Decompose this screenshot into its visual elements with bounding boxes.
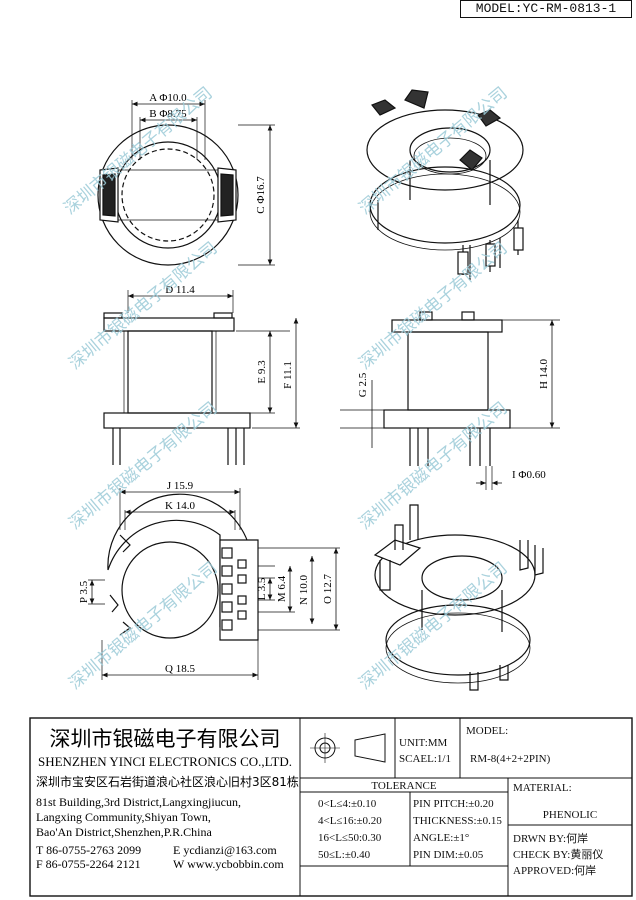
dim-b-label: B Φ8.75 xyxy=(149,108,187,120)
material-label: MATERIAL: xyxy=(513,782,572,794)
unit-label: UNIT:MM xyxy=(399,737,448,749)
model-label: MODEL: xyxy=(466,725,508,737)
dim-h-label: H 14.0 xyxy=(538,359,550,389)
drawn-by: DRWN BY:何岸 xyxy=(513,832,588,845)
company-email: E ycdianzi@163.com xyxy=(173,843,277,857)
svg-text:深圳市银磁电子有限公司: 深圳市银磁电子有限公司 xyxy=(65,238,221,374)
dim-n-label: N 10.0 xyxy=(298,575,310,605)
company-address-cn: 深圳市宝安区石岩街道浪心社区浪心旧村3区81栋 xyxy=(36,774,299,789)
bottom-view xyxy=(88,488,340,680)
company-tel: T 86-0755-2763 2099 xyxy=(36,843,141,857)
company-address-en-3: Bao'An District,Shenzhen,P.R.China xyxy=(36,825,212,839)
pin-dim: PIN DIM:±0.05 xyxy=(413,849,484,861)
material-value: PHENOLIC xyxy=(543,809,597,821)
dim-o-label: O 12.7 xyxy=(322,574,334,604)
angle: ANGLE:±1° xyxy=(413,832,469,844)
dim-l-label: L 3.5 xyxy=(256,577,268,600)
pin-pitch: PIN PITCH:±0.20 xyxy=(413,798,494,810)
title-block xyxy=(29,717,633,897)
dim-f-label: F 11.1 xyxy=(282,361,294,389)
scale-label: SCAEL:1/1 xyxy=(399,753,451,765)
dim-j-label: J 15.9 xyxy=(167,480,194,492)
isometric-view-top xyxy=(366,89,524,280)
tolerance-row-1: 0<L≤4:±0.10 xyxy=(318,798,377,810)
isometric-view-bottom xyxy=(373,504,544,691)
front-view xyxy=(103,290,300,465)
model-value: RM-8(4+2+2PIN) xyxy=(470,753,551,765)
svg-text:深圳市银磁电子有限公司: 深圳市银磁电子有限公司 xyxy=(355,398,511,534)
top-view xyxy=(97,100,275,266)
checked-by: CHECK BY:黄丽仪 xyxy=(513,847,603,861)
side-view xyxy=(340,311,560,490)
tolerance-row-4: 50≤L:±0.40 xyxy=(318,849,371,861)
tolerance-row-3: 16<L≤50:0.30 xyxy=(318,832,382,844)
dim-k-label: K 14.0 xyxy=(165,500,195,512)
dim-a-label: A Φ10.0 xyxy=(149,92,187,104)
company-fax: F 86-0755-2264 2121 xyxy=(36,857,141,871)
company-address-en-1: 81st Building,3rd District,Langxingjiucu… xyxy=(36,795,241,809)
dim-e-label: E 9.3 xyxy=(256,360,268,384)
model-number-header: MODEL:YC-RM-0813-1 xyxy=(460,0,632,18)
thickness: THICKNESS:±0.15 xyxy=(413,815,502,827)
approved-by: APPROVED:何岸 xyxy=(513,864,596,877)
dim-q-label: Q 18.5 xyxy=(165,663,195,675)
dim-c-label: C Φ16.7 xyxy=(255,176,267,214)
company-address-en-2: Langxing Community,Shiyan Town, xyxy=(36,810,211,824)
dim-i-label: I Φ0.60 xyxy=(512,469,546,481)
svg-text:深圳市银磁电子有限公司: 深圳市银磁电子有限公司 xyxy=(65,398,221,534)
company-name-en: SHENZHEN YINCI ELECTRONICS CO.,LTD. xyxy=(38,754,292,769)
tolerance-row-2: 4<L≤16:±0.20 xyxy=(318,815,382,827)
company-name-cn: 深圳市银磁电子有限公司 xyxy=(50,727,281,751)
tolerance-label: TOLERANCE xyxy=(371,780,436,792)
dim-g-label: G 2.5 xyxy=(357,372,369,397)
svg-text:深圳市银磁电子有限公司: 深圳市银磁电子有限公司 xyxy=(65,558,221,694)
company-web: W www.ycbobbin.com xyxy=(173,857,284,871)
dim-p-label: P 3.5 xyxy=(78,580,90,603)
dim-m-label: M 6.4 xyxy=(276,575,288,602)
dim-d-label: D 11.4 xyxy=(165,284,195,296)
